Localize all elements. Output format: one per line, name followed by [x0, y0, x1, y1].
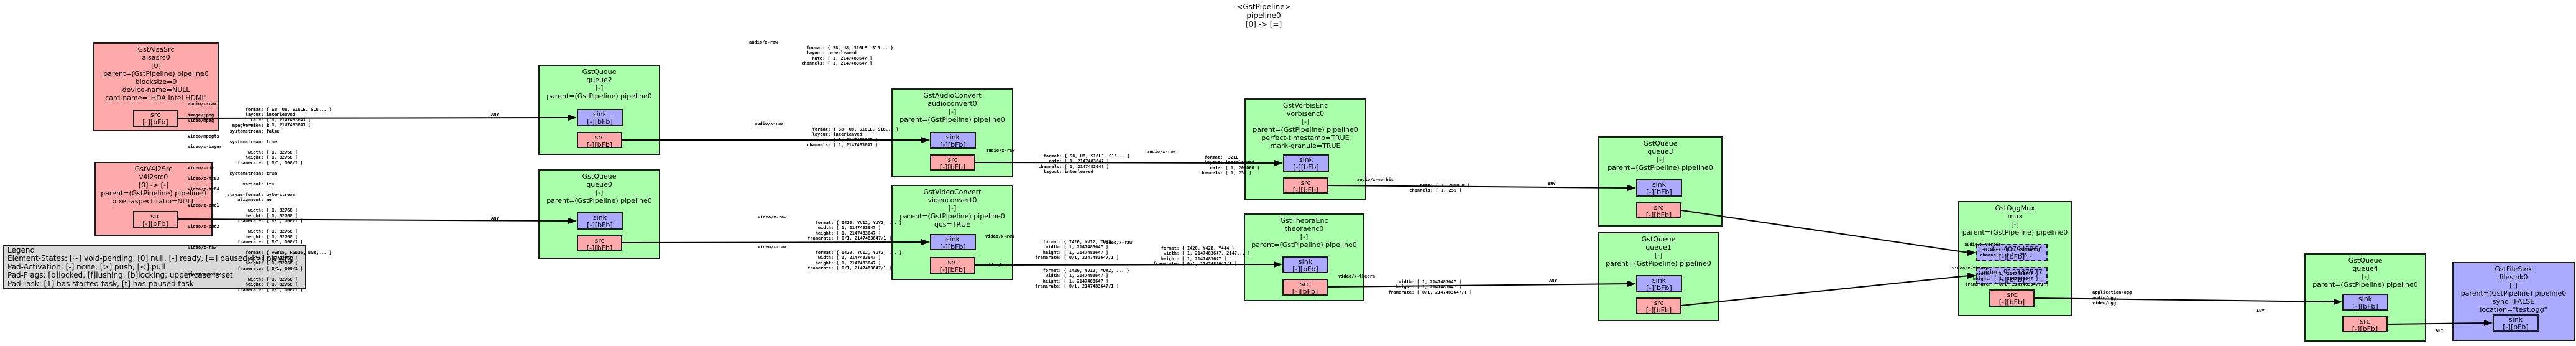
caps-any-queue0-sink: ANY [491, 216, 499, 221]
caps-theoraenc-src: video/x-theora width: [ 1, 2147483647 ] … [1338, 274, 1472, 295]
pad-vorbisenc0-src: src[-][bFb] [1283, 177, 1328, 194]
caps-any-queue1-sink: ANY [1549, 278, 1557, 283]
pipeline-title: <GstPipeline> pipeline0 [0] -> [=] [1208, 2, 1320, 29]
legend-box: Legend Element-States: [~] void-pending,… [3, 245, 306, 289]
pad-queue4-sink: sink[-][bFb] [2342, 294, 2388, 311]
caps-audioconvert-sink: audio/x-raw format: { S8, U8, S16LE, S16… [755, 121, 899, 147]
legend-pad-flags: Pad-Flags: [b]locked, [f]lushing, [b]loc… [7, 271, 233, 280]
caps-videoconvert-sink-a: video/x-raw format: { I420, YV12, YUY2, … [758, 215, 902, 241]
caps-audio-top: audio/x-raw format: { S8, U8, S16LE, S16… [749, 40, 893, 66]
pad-theoraenc0-sink: sink[-][bFb] [1282, 256, 1328, 273]
pad-v4l2src0-src: src[-][bFb] [133, 211, 178, 228]
pad-queue0-src: src[-][bFb] [577, 235, 622, 252]
caps-audioconvert-src: audio/x-raw format: { S8, U8, S16LE, S16… [986, 148, 1130, 174]
pad-queue2-src: src[-][bFb] [577, 132, 622, 149]
pad-queue3-sink: sink[-][bFb] [1636, 179, 1682, 197]
pad-mux-src: src[-][bFb] [1989, 289, 2035, 307]
pad-audioconvert0-sink: sink[-][bFb] [930, 132, 976, 149]
pipeline-name-label: pipeline0 [1246, 11, 1281, 20]
caps-vorbisenc-src: audio/x-vorbis rate: [ 1, 200000 ] chann… [1357, 177, 1470, 193]
pad-queue1-src: src[-][bFb] [1636, 297, 1681, 314]
pad-queue0-sink: sink[-][bFb] [577, 212, 623, 230]
caps-any-queue2-sink: ANY [491, 112, 499, 117]
caps-alsasrc-src: audio/x-raw format: { S8, U8, S16LE, S16… [188, 101, 332, 128]
caps-mux-src: application/ogg audio/ogg video/ogg [2092, 290, 2132, 306]
caps-videoconvert-src-a: video/x-raw format: { I420, YV12, YUY2, … [985, 234, 1129, 260]
caps-videoconvert-sink-b: video/x-raw format: { I420, YV12, YUY2, … [758, 245, 902, 271]
pad-queue2-sink: sink[-][bFb] [577, 109, 623, 126]
pad-queue1-sink: sink[-][bFb] [1636, 275, 1682, 292]
pipeline-type-label: <GstPipeline> [1236, 2, 1291, 11]
pad-queue3-src: src[-][bFb] [1636, 202, 1681, 219]
pad-filesink0-sink: sink[-][bFb] [2493, 314, 2539, 332]
pad-alsasrc0-src: src[-][bFb] [133, 110, 178, 127]
caps-any-filesink-sink: ANY [2436, 328, 2444, 333]
pad-audioconvert0-src: src[-][bFb] [930, 154, 975, 171]
pad-videoconvert0-src: src[-][bFb] [930, 257, 975, 274]
pad-mux-audio_407945264: audio_407945264[-][bFb] [1976, 244, 2048, 261]
pad-videoconvert0-sink: sink[-][bFb] [930, 234, 976, 251]
caps-videoconvert-src-b: video/x-raw format: { I420, YV12, YUY2, … [985, 263, 1129, 289]
caps-v4l2src-src: image/jpeg video/mpeg mpegversion: 2 sys… [188, 113, 332, 292]
caps-any-queue4-sink: ANY [2256, 309, 2265, 314]
pad-vorbisenc0-sink: sink[-][bFb] [1283, 154, 1329, 172]
pad-mux-video_912337577: video_912337577[-][bFb] [1976, 267, 2048, 284]
caps-mux-video-sink: video/x-theora width: [ 1, 2147483647 ] … [1952, 266, 2049, 287]
caps-vorbisenc-sink: audio/x-raw format: F32LE layout: interl… [1147, 149, 1260, 175]
pipeline-state-label: [0] -> [=] [1245, 20, 1282, 29]
legend-title: Legend [7, 246, 35, 255]
caps-mux-audio-sink: audio/x-vorbis rate: [ 1, 200000 ] chann… [1964, 242, 2041, 258]
legend-pad-task: Pad-Task: [T] has started task, [t] has … [7, 279, 194, 288]
caps-any-queue3-sink: ANY [1548, 182, 1556, 187]
pad-queue4-src: src[-][bFb] [2342, 316, 2388, 333]
legend-element-states: Element-States: [~] void-pending, [0] nu… [7, 254, 294, 263]
pad-theoraenc0-src: src[-][bFb] [1282, 279, 1328, 296]
caps-theoraenc-sink: video/x-raw format: { I420, Y42B, Y444 }… [1103, 240, 1251, 266]
legend-pad-activation: Pad-Activation: [-] none, [>] push, [<] … [7, 262, 165, 271]
